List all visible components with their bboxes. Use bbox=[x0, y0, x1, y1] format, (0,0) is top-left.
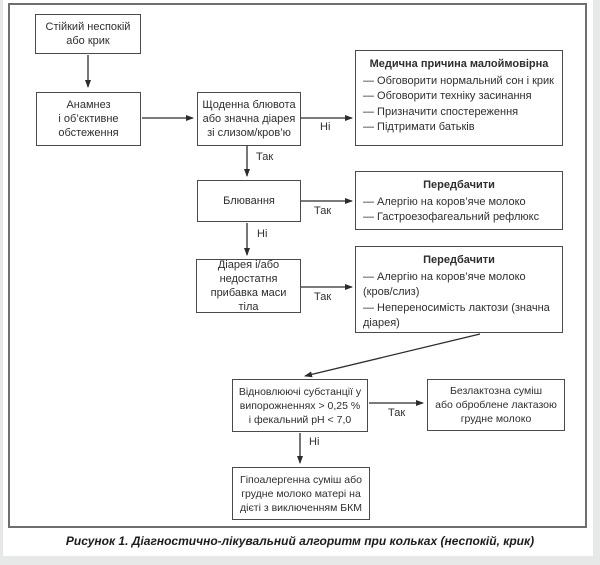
node-anamnesis: Анамнез і об’єктивне обстеження bbox=[36, 92, 141, 146]
node-line: або оброблене лактазою bbox=[435, 399, 557, 411]
node-line: обстеження bbox=[58, 127, 119, 139]
node-line: недостатня bbox=[219, 273, 278, 285]
node-line: Блювання bbox=[223, 195, 275, 207]
node-title: Медична причина малоймовірна bbox=[369, 58, 549, 70]
node-line: Щоденна блювота bbox=[202, 99, 296, 111]
node-item: — Призначити спостереження bbox=[363, 105, 519, 118]
node-item: — Підтримати батьків bbox=[363, 121, 475, 133]
node-line: Безлактозна суміш bbox=[449, 385, 542, 397]
node-item: — Алергію на коров’яче молоко bbox=[363, 195, 526, 208]
edge-label-no-reducing: Ні bbox=[309, 436, 320, 448]
node-line: зі слизом/кров’ю bbox=[207, 127, 291, 139]
edge-label-yes-daily-vomiting: Так bbox=[256, 151, 274, 163]
node-line: грудне молоко bbox=[460, 413, 532, 425]
edge-label-yes-reducing: Так bbox=[388, 407, 406, 419]
edge-label-no-daily-vomiting: Ні bbox=[320, 121, 331, 133]
edge-label-no-vomiting: Ні bbox=[257, 228, 268, 240]
node-line: грудне молоко матері на bbox=[241, 487, 361, 500]
node-item: — Непереносимість лактози (значна діарея… bbox=[363, 301, 550, 330]
node-vomiting: Блювання bbox=[197, 180, 301, 222]
figure-caption: Рисунок 1. Діагностично-лікувальний алго… bbox=[65, 534, 535, 548]
node-line: або крик bbox=[66, 35, 110, 47]
node-daily-vomiting: Щоденна блювота або значна діарея зі сли… bbox=[197, 92, 301, 146]
node-item: — Алергію на коров’яче молоко (кров/слиз… bbox=[363, 270, 526, 299]
node-line: Діарея і/або bbox=[217, 259, 280, 271]
node-line: випорожненнях > 0,25 % bbox=[239, 399, 361, 412]
node-line: прибавка маси тіла bbox=[210, 287, 287, 313]
node-reducing-substances: Відновлюючі субстанції у випорожненнях >… bbox=[232, 379, 368, 432]
node-item: — Обговорити нормальний сон і крик bbox=[363, 74, 554, 87]
node-line: Відновлюючі субстанції у bbox=[238, 385, 362, 398]
node-title: Передбачити bbox=[423, 179, 495, 191]
edge-label-yes-vomiting: Так bbox=[314, 205, 332, 217]
node-item: — Обговорити техніку засинання bbox=[363, 90, 532, 102]
node-diarrhea-weight: Діарея і/або недостатня прибавка маси ті… bbox=[196, 259, 301, 313]
node-line: Стійкий неспокій bbox=[45, 21, 131, 33]
node-consider-allergy-lactose: Передбачити — Алергію на коров’яче молок… bbox=[355, 246, 563, 333]
node-line: Анамнез bbox=[66, 99, 111, 111]
node-line: дієті з виключенням БКМ bbox=[239, 501, 363, 514]
node-hypoallergenic-formula: Гіпоалергенна суміш або грудне молоко ма… bbox=[232, 467, 370, 520]
node-consider-allergy-reflux: Передбачити — Алергію на коров’яче молок… bbox=[355, 171, 563, 230]
node-line: Гіпоалергенна суміш або bbox=[240, 473, 362, 486]
node-persistent-crying: Стійкий неспокій або крик bbox=[35, 14, 141, 54]
node-line: і фекальний pH < 7,0 bbox=[248, 413, 352, 426]
node-line: і об’єктивне bbox=[58, 113, 119, 125]
node-item: — Гастроезофагеальний рефлюкс bbox=[363, 211, 540, 223]
node-medical-cause-unlikely: Медична причина малоймовірна — Обговорит… bbox=[355, 50, 563, 146]
node-line: або значна діарея bbox=[202, 113, 296, 125]
node-title: Передбачити bbox=[423, 254, 495, 266]
node-lactose-free-formula: Безлактозна суміш або оброблене лактазою… bbox=[427, 379, 565, 431]
edge-label-yes-diarrhea: Так bbox=[314, 291, 332, 303]
